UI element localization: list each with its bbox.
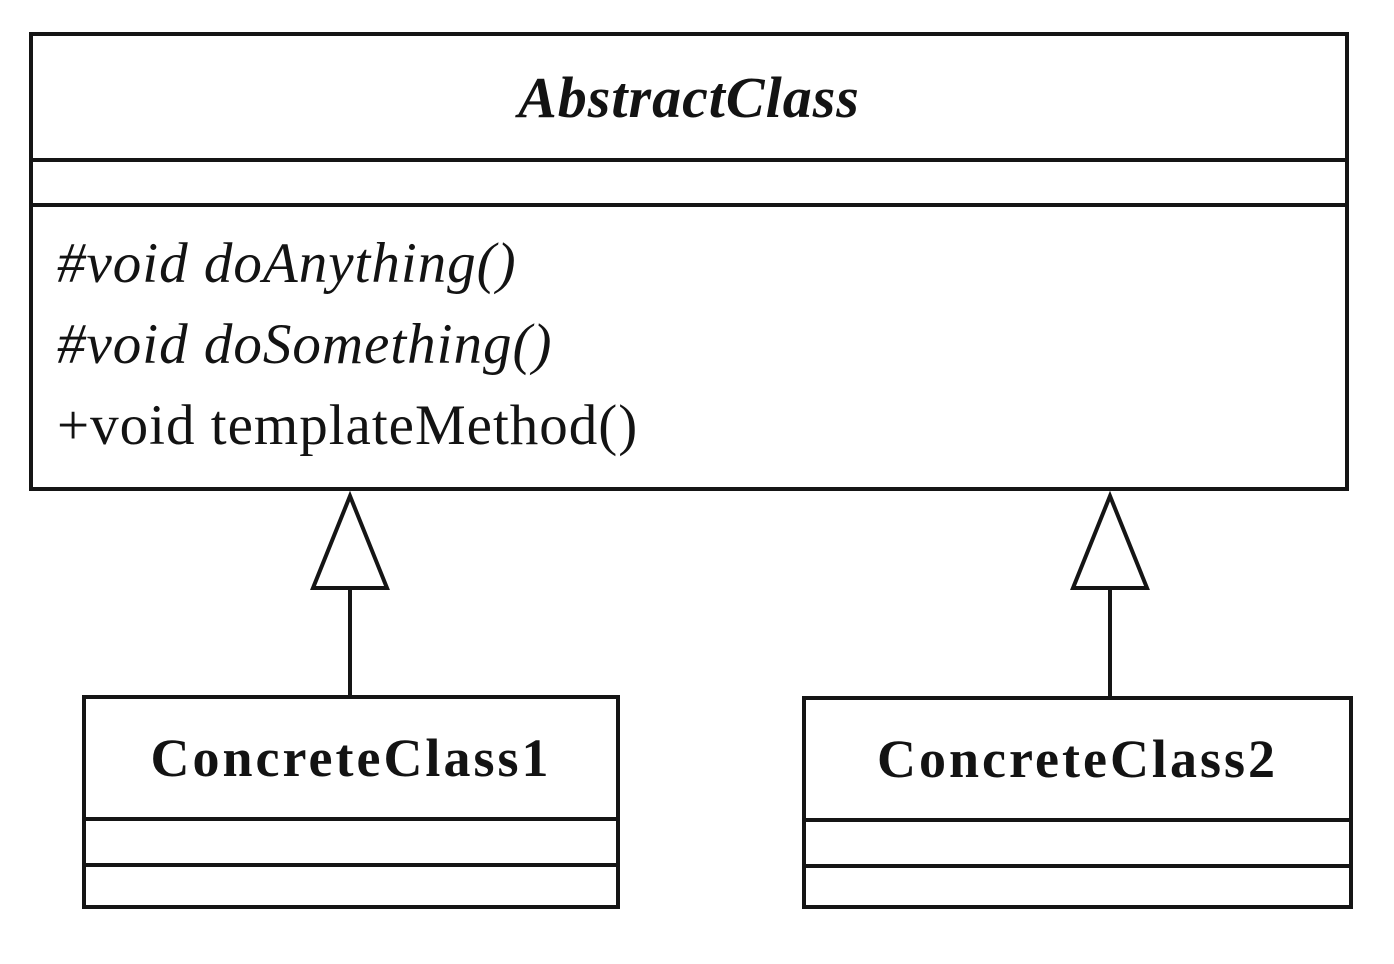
abstractclass-attributes-compartment: [33, 162, 1345, 207]
concreteclass1-methods-compartment: [86, 867, 616, 905]
method-do-something: #void doSomething(): [57, 313, 553, 376]
uml-class-abstractclass: AbstractClass #void doAnything() #void d…: [29, 32, 1349, 491]
abstractclass-name-compartment: AbstractClass: [33, 36, 1345, 162]
inheritance-triangle-icon: [310, 490, 390, 590]
uml-class-concreteclass2: ConcreteClass2: [802, 696, 1353, 909]
concreteclass1-name: ConcreteClass1: [150, 728, 552, 788]
abstractclass-name: AbstractClass: [518, 64, 860, 130]
abstractclass-methods-compartment: #void doAnything() #void doSomething() +…: [33, 207, 1345, 487]
concreteclass2-methods-compartment: [806, 868, 1349, 905]
generalization-arrow-right: [1070, 490, 1150, 700]
generalization-arrow-left: [310, 490, 390, 699]
method-template-method: +void templateMethod(): [57, 394, 639, 457]
uml-class-concreteclass1: ConcreteClass1: [82, 695, 620, 909]
concreteclass1-attributes-compartment: [86, 821, 616, 867]
concreteclass1-name-compartment: ConcreteClass1: [86, 699, 616, 821]
method-do-anything: #void doAnything(): [57, 232, 517, 295]
concreteclass2-name-compartment: ConcreteClass2: [806, 700, 1349, 822]
inheritance-triangle-icon: [1070, 490, 1150, 590]
concreteclass2-attributes-compartment: [806, 822, 1349, 868]
concreteclass2-name: ConcreteClass2: [877, 729, 1278, 789]
